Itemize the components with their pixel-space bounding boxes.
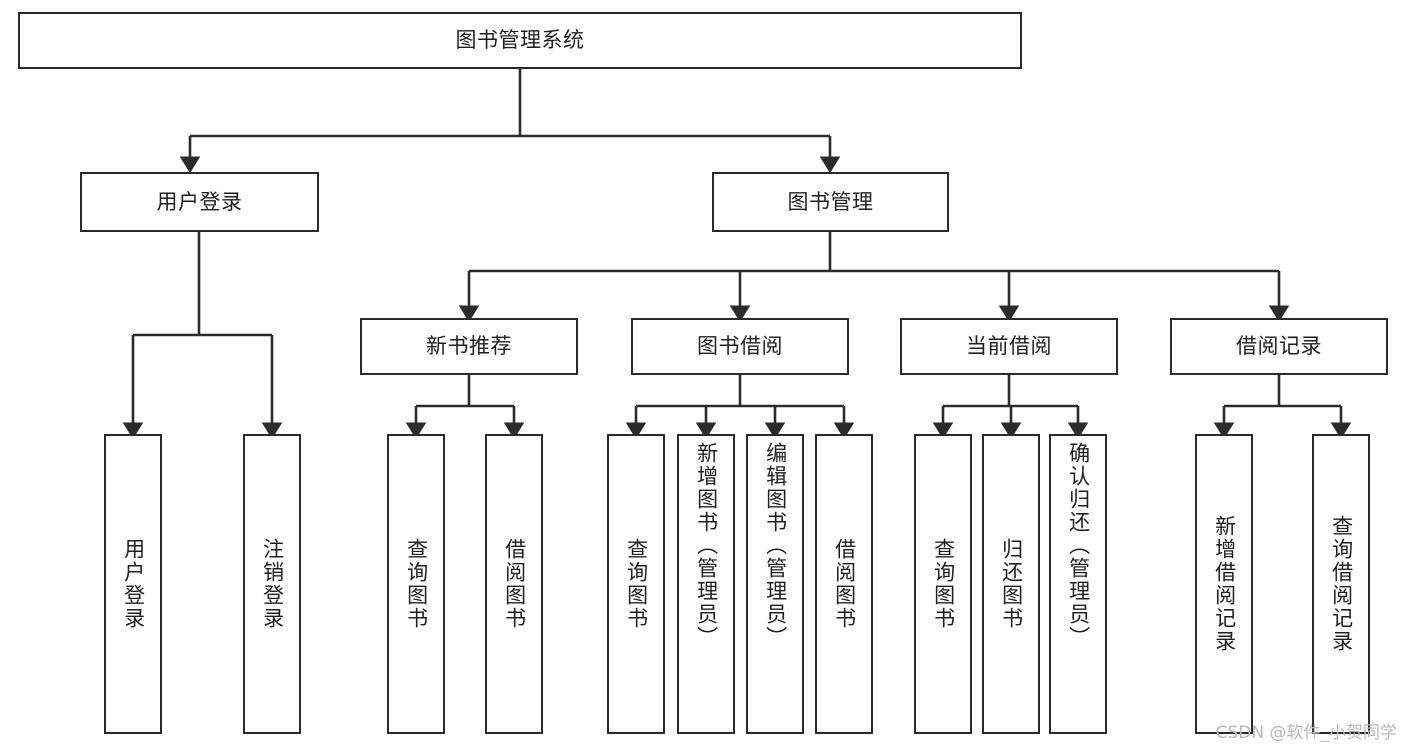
node-book-management-label: 图书管理 [787, 189, 874, 214]
node-current-borrow[interactable]: 当前借阅 [900, 318, 1118, 375]
csdn-watermark: CSDN @软件_小贺同学 [1215, 723, 1397, 743]
node-borrow-record[interactable]: 借阅记录 [1170, 318, 1388, 375]
node-book-borrow[interactable]: 图书借阅 [631, 318, 849, 375]
node-leaf-edit-book-admin[interactable]: 编辑图书（管理员） [746, 434, 804, 734]
node-leaf-borrow-book-recommend[interactable]: 借阅图书 [485, 434, 543, 734]
node-leaf-query-borrow-record-label: 查询借阅记录 [1329, 515, 1354, 653]
node-leaf-add-borrow-record-label: 新增借阅记录 [1212, 515, 1237, 653]
node-current-borrow-label: 当前借阅 [966, 334, 1052, 359]
node-leaf-query-book-recommend[interactable]: 查询图书 [387, 434, 445, 734]
node-leaf-logout[interactable]: 注销登录 [243, 434, 301, 734]
node-new-book-recommend[interactable]: 新书推荐 [360, 318, 578, 375]
node-borrow-record-label: 借阅记录 [1236, 334, 1322, 359]
node-leaf-add-book-admin[interactable]: 新增图书（管理员） [677, 434, 735, 734]
node-leaf-lend-book-label: 借阅图书 [832, 538, 857, 630]
node-leaf-user-login[interactable]: 用户登录 [104, 434, 162, 734]
node-leaf-query-book-current[interactable]: 查询图书 [914, 434, 972, 734]
node-book-borrow-label: 图书借阅 [697, 334, 783, 359]
node-leaf-confirm-return-admin-label: 确认归还（管理员） [1066, 442, 1091, 649]
node-leaf-add-book-admin-label: 新增图书（管理员） [694, 442, 719, 649]
node-user-login-label: 用户登录 [156, 189, 243, 214]
node-root-book-management-system[interactable]: 图书管理系统 [18, 12, 1022, 69]
node-leaf-add-borrow-record[interactable]: 新增借阅记录 [1195, 434, 1253, 734]
node-leaf-query-book-current-label: 查询图书 [931, 538, 956, 630]
node-user-login[interactable]: 用户登录 [80, 172, 319, 232]
node-leaf-query-book-recommend-label: 查询图书 [404, 538, 429, 630]
node-leaf-edit-book-admin-label: 编辑图书（管理员） [763, 442, 788, 649]
node-leaf-query-borrow-record[interactable]: 查询借阅记录 [1312, 434, 1370, 734]
node-leaf-return-book-label: 归还图书 [999, 538, 1024, 630]
node-book-management[interactable]: 图书管理 [712, 172, 949, 232]
node-leaf-query-book-borrow-label: 查询图书 [624, 538, 649, 630]
node-leaf-lend-book[interactable]: 借阅图书 [815, 434, 873, 734]
node-leaf-query-book-borrow[interactable]: 查询图书 [607, 434, 665, 734]
node-leaf-logout-label: 注销登录 [260, 538, 285, 630]
node-leaf-user-login-label: 用户登录 [121, 538, 146, 630]
node-new-book-recommend-label: 新书推荐 [426, 334, 512, 359]
node-root-label: 图书管理系统 [455, 28, 585, 53]
node-leaf-confirm-return-admin[interactable]: 确认归还（管理员） [1049, 434, 1107, 734]
node-leaf-return-book[interactable]: 归还图书 [982, 434, 1040, 734]
node-leaf-borrow-book-recommend-label: 借阅图书 [502, 538, 527, 630]
